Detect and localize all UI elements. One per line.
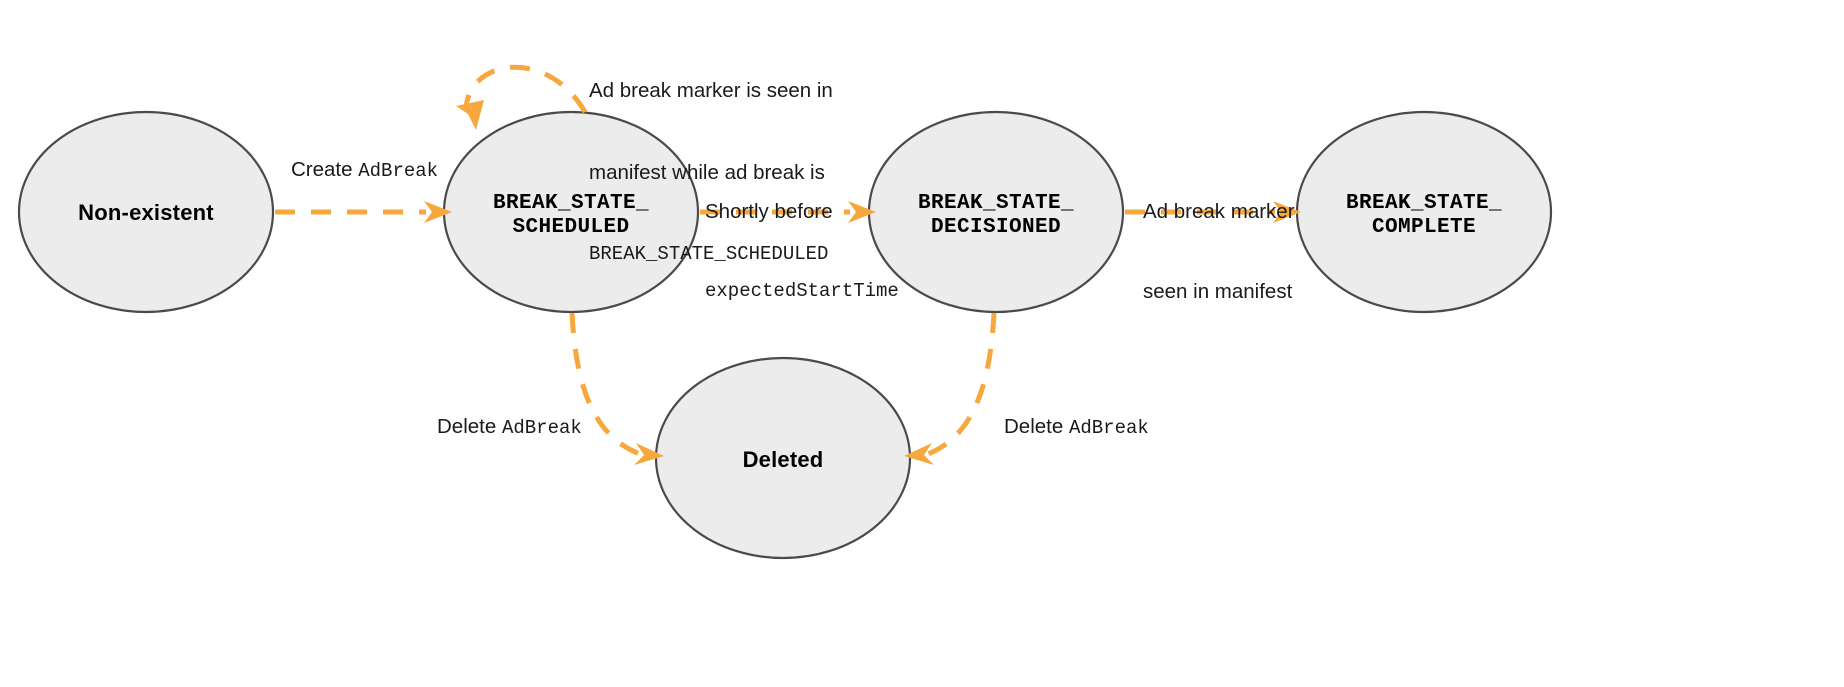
edge-shortly-before xyxy=(700,201,876,223)
edge-label-shortly-before: Shortly before expectedStartTime xyxy=(705,146,899,357)
edge-label-delete-from-decisioned-prefix: Delete xyxy=(1004,415,1069,438)
edge-self-marker-seen xyxy=(456,64,588,130)
note-self-marker-seen-line1: Ad break marker is seen in xyxy=(589,78,833,102)
node-label-break-state-decisioned-line1: BREAK_STATE_ xyxy=(917,192,1075,215)
edge-label-delete-from-scheduled-prefix: Delete xyxy=(437,415,502,438)
node-label-deleted: Deleted xyxy=(742,447,824,472)
edge-label-delete-from-decisioned: Delete AdBreak xyxy=(1004,414,1149,441)
edge-label-create-adbreak-prefix: Create xyxy=(291,158,359,181)
node-non-existent[interactable] xyxy=(17,110,275,314)
edge-label-create-adbreak-code: AdBreak xyxy=(358,160,439,182)
note-self-marker-seen-code: BREAK_STATE_SCHEDULED xyxy=(589,242,829,265)
node-label-break-state-complete-line2: COMPLETE xyxy=(1371,216,1477,239)
edge-create-adbreak-arrowhead xyxy=(424,201,452,223)
edge-shortly-before-arrowhead xyxy=(848,201,876,223)
node-label-non-existent: Non-existent xyxy=(78,200,214,225)
edge-label-create-adbreak: Create AdBreak xyxy=(291,157,438,184)
note-self-marker-seen-line2: manifest while ad break is xyxy=(589,161,825,185)
edge-delete-from-decisioned xyxy=(904,312,997,465)
edge-create-adbreak xyxy=(275,201,452,223)
node-label-break-state-decisioned-line2: DECISIONED xyxy=(930,216,1062,239)
edge-label-delete-from-decisioned-code: AdBreak xyxy=(1068,417,1149,439)
edge-delete-from-scheduled xyxy=(569,312,664,465)
node-label-break-state-complete-line1: BREAK_STATE_ xyxy=(1345,192,1503,215)
node-label-break-state-scheduled-line1: BREAK_STATE_ xyxy=(492,192,650,215)
note-self-marker-seen: Ad break marker is seen in manifest whil… xyxy=(589,22,833,322)
edge-label-ad-break-marker-seen-line1: Ad break marker xyxy=(1143,200,1295,224)
edge-label-delete-from-scheduled-code: AdBreak xyxy=(501,417,582,439)
edge-label-ad-break-marker-seen: Ad break marker seen in manifest xyxy=(1143,146,1295,359)
edge-self-marker-seen-arrowhead xyxy=(456,100,484,130)
node-label-break-state-scheduled-line2: SCHEDULED xyxy=(512,216,630,239)
edge-ad-break-marker-seen-arrowhead xyxy=(1273,201,1301,223)
edge-label-ad-break-marker-seen-line2: seen in manifest xyxy=(1143,280,1293,304)
edge-delete-from-decisioned-arrowhead xyxy=(904,443,934,465)
edge-ad-break-marker-seen xyxy=(1125,201,1301,223)
edge-label-delete-from-scheduled: Delete AdBreak xyxy=(437,414,582,441)
edge-delete-from-scheduled-arrowhead xyxy=(634,443,664,465)
edge-label-shortly-before-code: expectedStartTime xyxy=(705,280,899,303)
edge-label-shortly-before-prefix: Shortly before xyxy=(705,200,833,224)
